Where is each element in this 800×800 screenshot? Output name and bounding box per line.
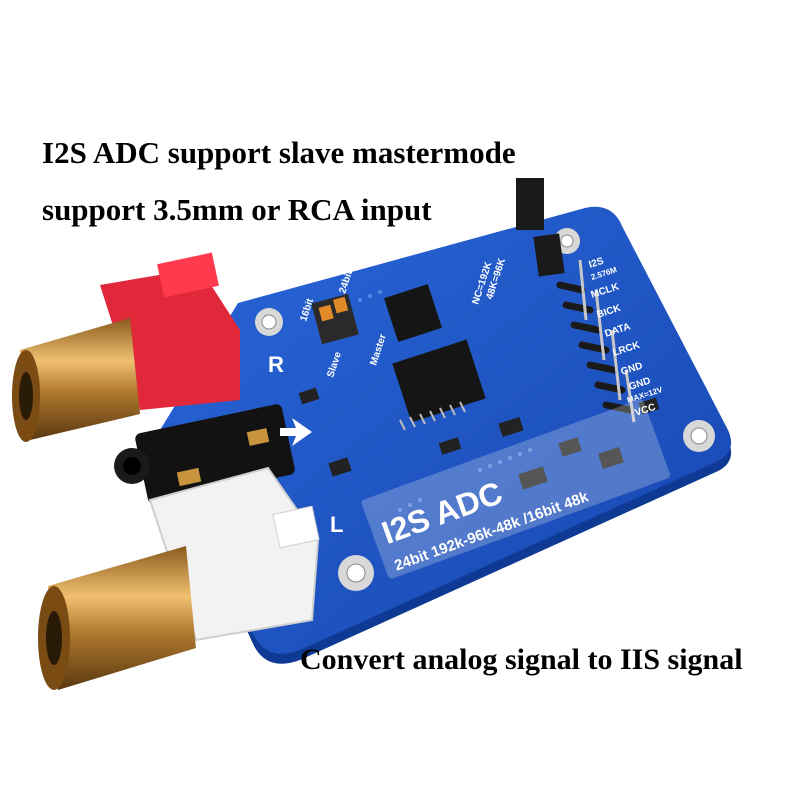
label-l: L: [330, 512, 343, 537]
mounting-hole: [338, 555, 374, 591]
rca-white: [38, 466, 320, 690]
arrow-icon: [280, 418, 312, 446]
label-r: R: [268, 352, 284, 377]
dip-switch: [311, 293, 359, 345]
small-chip: [384, 284, 442, 342]
passive-components: [298, 387, 660, 490]
mounting-hole: [683, 420, 715, 452]
mounting-hole: [255, 308, 283, 336]
caption-line-3: Convert analog signal to IIS signal: [300, 643, 743, 676]
caption-line-2: support 3.5mm or RCA input: [42, 192, 432, 227]
pin-header: [516, 178, 636, 423]
pin-label: I2S: [588, 256, 606, 271]
caption-line-1: I2S ADC support slave mastermode: [42, 135, 516, 170]
rca-red: [12, 252, 240, 442]
adc-chip: [392, 339, 486, 431]
